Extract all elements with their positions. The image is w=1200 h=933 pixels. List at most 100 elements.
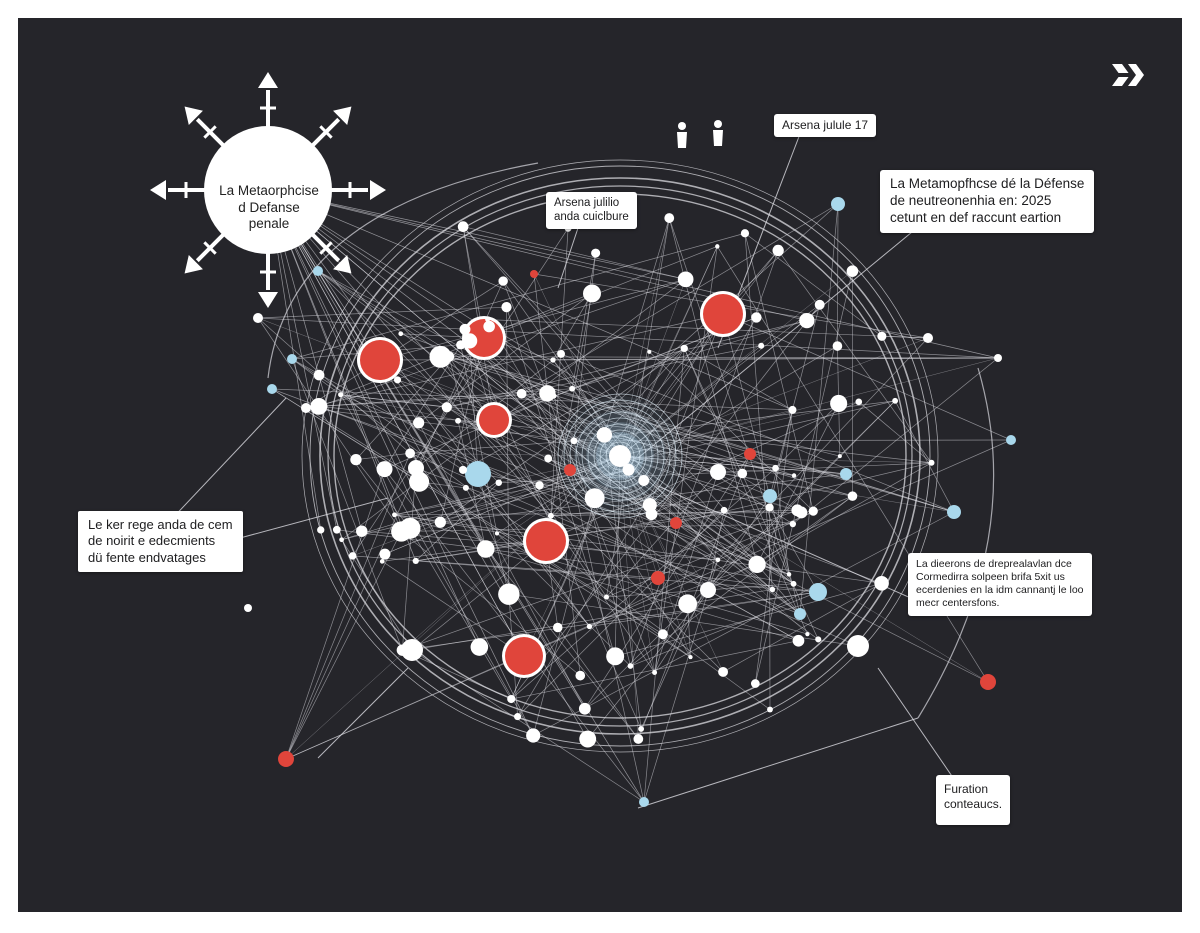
node-white bbox=[792, 634, 805, 647]
hub-link bbox=[267, 189, 534, 736]
network-link bbox=[510, 246, 718, 700]
right-callout-line-4: mecr centersfons. bbox=[916, 597, 1000, 610]
network-link bbox=[517, 317, 757, 717]
node-white bbox=[507, 694, 516, 704]
node-white bbox=[579, 730, 597, 748]
network-link bbox=[775, 468, 790, 575]
center-ring bbox=[569, 405, 671, 507]
hub-circle bbox=[204, 126, 332, 254]
node-white bbox=[339, 537, 344, 543]
radial-link bbox=[384, 455, 621, 555]
hub-link bbox=[267, 189, 417, 562]
node-white bbox=[501, 302, 512, 313]
network-link bbox=[411, 649, 645, 803]
node-white bbox=[923, 333, 933, 343]
node-red bbox=[744, 448, 756, 460]
network-link bbox=[462, 226, 794, 585]
network-link bbox=[572, 320, 807, 390]
arrow-tip-icon bbox=[258, 292, 278, 308]
network-diagram bbox=[150, 72, 1016, 809]
network-link bbox=[506, 307, 616, 657]
network-link bbox=[606, 596, 691, 658]
radial-link bbox=[619, 455, 853, 497]
center-ring bbox=[587, 423, 653, 489]
radial-link bbox=[285, 455, 621, 760]
node-red bbox=[651, 571, 665, 585]
node-white bbox=[750, 679, 760, 688]
node-white bbox=[575, 670, 586, 681]
radial-link bbox=[619, 304, 820, 457]
network-link bbox=[257, 317, 999, 359]
network-link bbox=[894, 400, 955, 513]
arrow-tip-icon bbox=[333, 106, 352, 125]
node-white bbox=[638, 474, 650, 486]
network-link bbox=[684, 348, 793, 411]
hub-link bbox=[267, 189, 793, 411]
node-white bbox=[398, 331, 404, 337]
node-white bbox=[657, 629, 668, 640]
right-callout-line-2: Cormedirra solpeen brifa 5xit us bbox=[916, 571, 1065, 584]
network-link bbox=[881, 335, 929, 339]
network-link bbox=[643, 559, 719, 803]
radial-link bbox=[619, 455, 932, 464]
node-white bbox=[652, 670, 658, 675]
network-link bbox=[837, 203, 839, 347]
network-link bbox=[550, 509, 798, 517]
network-link bbox=[533, 511, 955, 736]
node-white bbox=[476, 540, 495, 558]
node-red bbox=[479, 405, 509, 435]
hub-link bbox=[267, 189, 645, 803]
network-link bbox=[418, 293, 593, 424]
node-red bbox=[526, 521, 566, 561]
node-white bbox=[603, 594, 610, 600]
network-link bbox=[573, 439, 1012, 442]
node-blue bbox=[840, 468, 852, 480]
hub-link bbox=[267, 189, 480, 648]
node-white bbox=[791, 473, 797, 478]
person-icon-body bbox=[713, 130, 723, 146]
node-white bbox=[830, 394, 848, 413]
node-white bbox=[434, 516, 446, 528]
network-link bbox=[411, 589, 773, 651]
left-callout-line-3: dü fente endvatages bbox=[88, 549, 206, 565]
network-link bbox=[409, 453, 639, 740]
center-ring bbox=[581, 417, 659, 495]
network-link bbox=[440, 348, 685, 523]
network-link bbox=[573, 253, 596, 441]
arrow-tip-icon bbox=[184, 106, 203, 125]
chevron-logo-icon bbox=[1110, 64, 1144, 86]
radial-link bbox=[619, 246, 718, 457]
node-white bbox=[846, 265, 859, 277]
network-link bbox=[305, 280, 504, 409]
node-white bbox=[715, 557, 721, 563]
node-white bbox=[647, 349, 652, 354]
node-red bbox=[670, 517, 682, 529]
orbit-arc bbox=[917, 367, 995, 719]
node-white bbox=[758, 342, 765, 349]
node-white bbox=[338, 392, 344, 398]
network-link bbox=[271, 388, 420, 483]
network-link bbox=[469, 340, 479, 475]
network-link bbox=[858, 401, 932, 464]
network-link bbox=[521, 203, 839, 395]
network-link bbox=[415, 482, 499, 562]
center-ring bbox=[605, 441, 635, 471]
date-callout-text: Arsena julule 17 bbox=[782, 118, 869, 132]
network-link bbox=[394, 514, 808, 635]
bottom-callout-line-1: Furation bbox=[944, 782, 989, 796]
radial-link bbox=[619, 401, 859, 457]
node-white bbox=[310, 397, 328, 415]
network-link bbox=[707, 400, 896, 591]
network-link bbox=[604, 217, 670, 436]
radial-link bbox=[619, 218, 670, 457]
callout-leader bbox=[167, 397, 287, 524]
node-white bbox=[544, 454, 553, 463]
network-link bbox=[606, 218, 670, 598]
radial-link bbox=[619, 455, 664, 635]
network-link bbox=[440, 356, 955, 513]
network-link bbox=[384, 344, 461, 470]
right-callout-line-1: La dieerons de dreprealavlan dce bbox=[916, 558, 1072, 570]
node-white bbox=[539, 385, 556, 402]
callout-leader bbox=[637, 231, 913, 459]
node-white bbox=[606, 647, 625, 666]
